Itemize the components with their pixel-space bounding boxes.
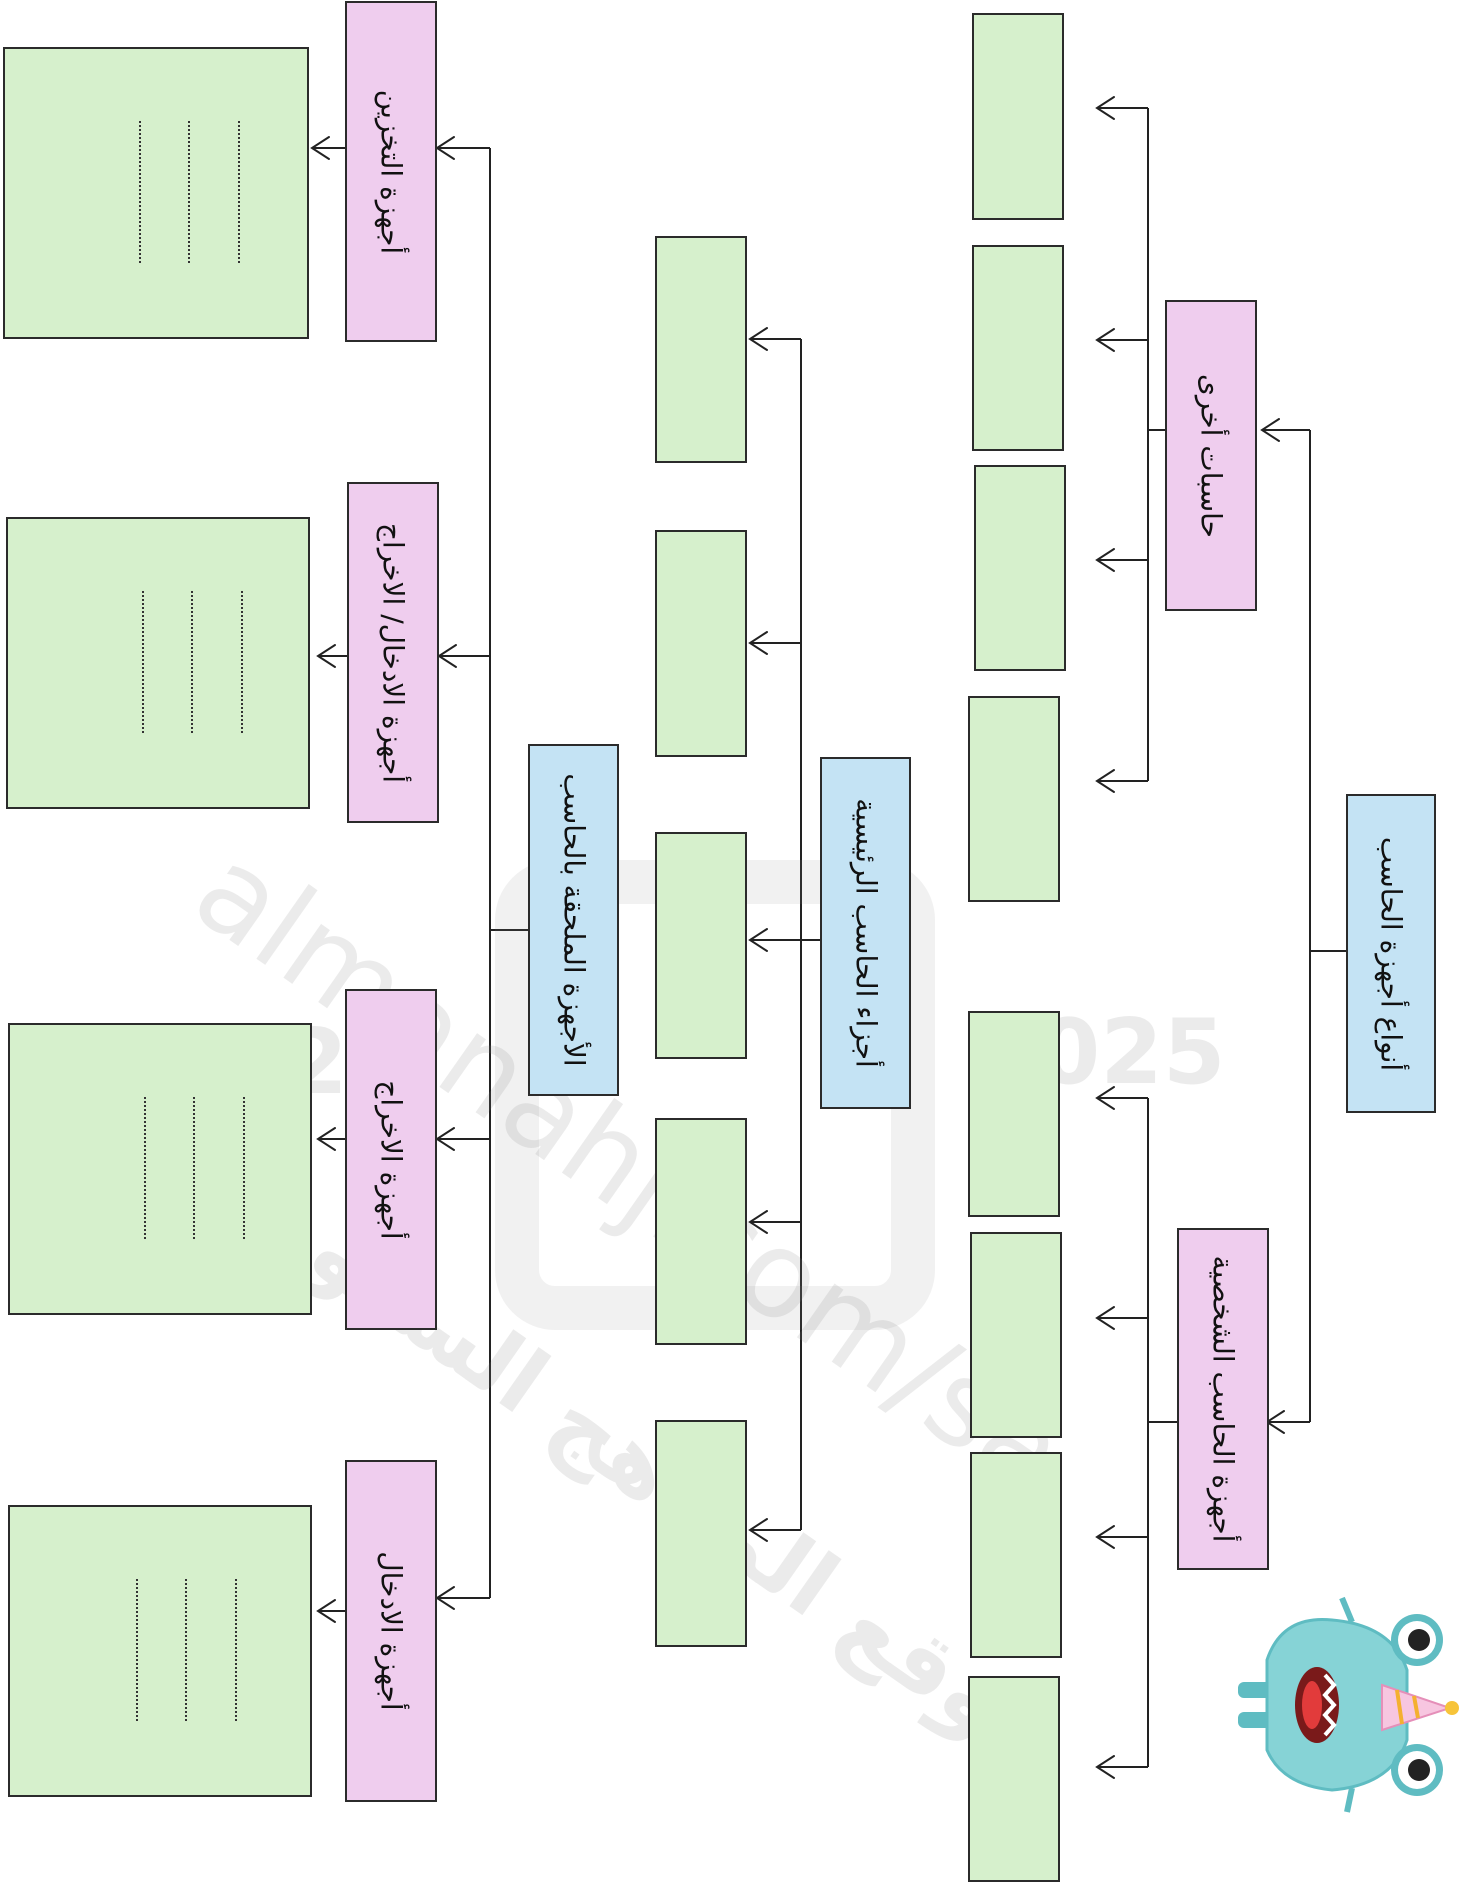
answer-box-personal-3[interactable] — [970, 1452, 1062, 1658]
answer-box-personal-4[interactable] — [968, 1676, 1060, 1882]
answer-box-other-4[interactable] — [968, 696, 1060, 902]
node-personal-computers-label: أجهزة الحاسب الشخصية — [1206, 1255, 1240, 1543]
writing-line — [139, 121, 141, 263]
answer-box-part-4[interactable] — [655, 1118, 747, 1345]
writing-line — [142, 591, 144, 733]
node-other-computers-label: حاسبات أخرى — [1194, 373, 1228, 538]
answer-box-output[interactable] — [8, 1023, 312, 1315]
node-storage-devices-label: أجهزة التخزين — [374, 89, 408, 254]
answer-box-personal-2[interactable] — [970, 1232, 1062, 1438]
writing-line — [136, 1579, 138, 1721]
answer-box-part-1[interactable] — [655, 236, 747, 463]
answer-box-io[interactable] — [6, 517, 310, 809]
writing-line — [235, 1579, 237, 1721]
writing-line — [243, 1097, 245, 1239]
node-io-devices-label: أجهزة الادخال/ الاخراج — [376, 522, 410, 783]
node-other-computers: حاسبات أخرى — [1165, 300, 1257, 611]
node-output-devices-label: أجهزة الاخراج — [374, 1079, 408, 1240]
writing-line — [144, 1097, 146, 1239]
node-input-devices: أجهزة الادخال — [345, 1460, 437, 1802]
answer-box-storage[interactable] — [3, 47, 309, 339]
node-storage-devices: أجهزة التخزين — [345, 1, 437, 342]
monster-mascot-icon — [1238, 1596, 1459, 1813]
writing-line — [188, 121, 190, 263]
answer-box-input[interactable] — [8, 1505, 312, 1797]
answer-box-part-3[interactable] — [655, 832, 747, 1059]
answer-box-part-2[interactable] — [655, 530, 747, 757]
node-main-parts: أجزاء الحاسب الرئيسية — [820, 757, 911, 1109]
writing-line — [191, 591, 193, 733]
answer-box-part-5[interactable] — [655, 1420, 747, 1647]
answer-box-other-2[interactable] — [972, 245, 1064, 451]
writing-line — [241, 591, 243, 733]
node-output-devices: أجهزة الاخراج — [345, 989, 437, 1330]
answer-box-other-3[interactable] — [974, 465, 1066, 671]
node-main-parts-label: أجزاء الحاسب الرئيسية — [849, 798, 882, 1068]
node-types-root: أنواع أجهزة الحاسب — [1346, 794, 1436, 1113]
node-input-devices-label: أجهزة الادخال — [374, 1551, 408, 1711]
writing-line — [193, 1097, 195, 1239]
answer-box-personal-1[interactable] — [968, 1011, 1060, 1217]
node-types-root-label: أنواع أجهزة الحاسب — [1374, 836, 1408, 1071]
writing-line — [238, 121, 240, 263]
answer-box-other-1[interactable] — [972, 13, 1064, 220]
node-personal-computers: أجهزة الحاسب الشخصية — [1177, 1228, 1269, 1570]
writing-line — [185, 1579, 187, 1721]
node-io-devices: أجهزة الادخال/ الاخراج — [347, 482, 439, 823]
node-peripherals: الأجهزة الملحقة بالحاسب — [528, 744, 619, 1096]
node-peripherals-label: الأجهزة الملحقة بالحاسب — [557, 773, 590, 1067]
